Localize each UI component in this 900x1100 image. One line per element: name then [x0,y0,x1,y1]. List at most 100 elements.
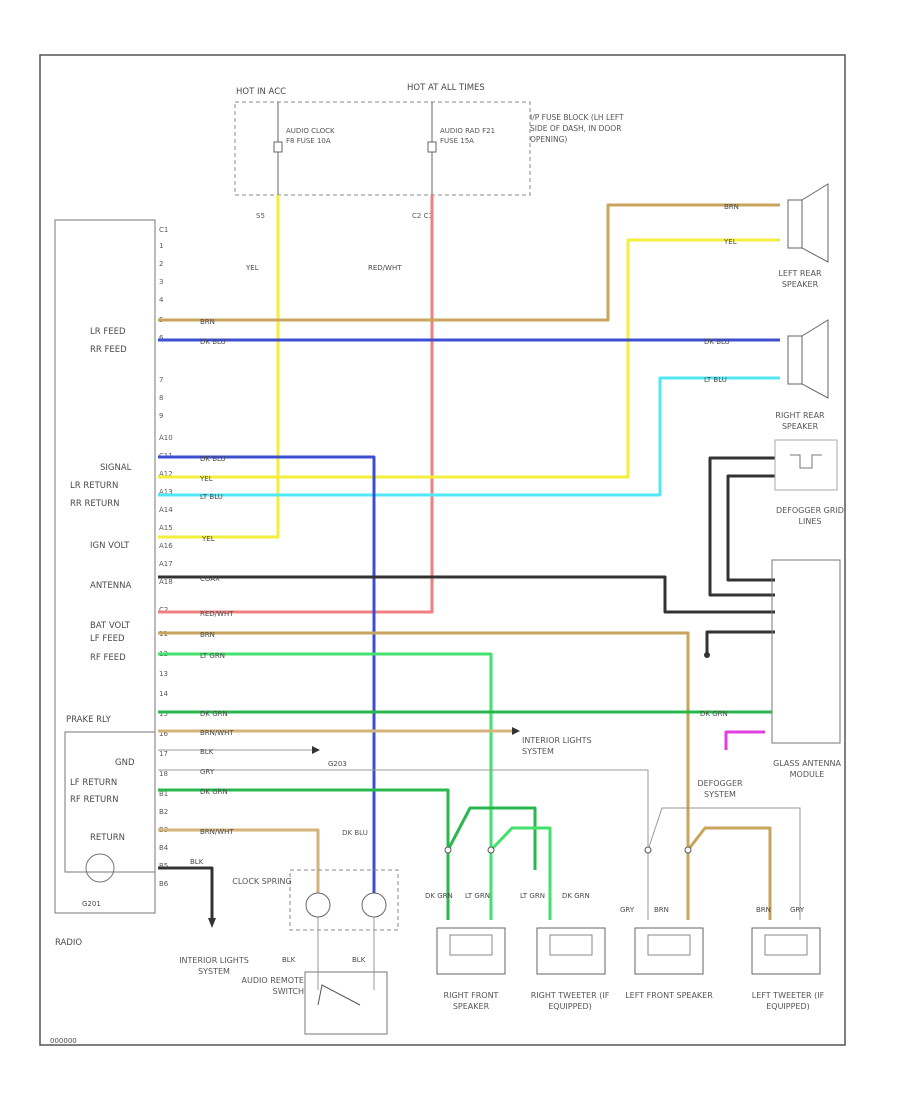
wire-label-dkgrn-r: DK GRN [700,710,728,718]
diagram-frame [39,54,846,1046]
wire-label-dkblu-signal: DK BLU [200,455,226,463]
wire-label-coax: COAX [200,575,220,583]
pin-number: A15 [159,524,173,532]
wire-dkblu-signal [158,455,376,893]
pin-number: 8 [159,394,163,402]
defogger-grid-symbol [774,439,838,491]
radio-pin-labels: LR FEED RR FEED SIGNAL LR RETURN RR RETU… [66,327,135,843]
left-rear-speaker-symbol [787,183,829,263]
wire-dkgrn-rf-return [158,788,450,850]
wire-red-wht-bat [158,195,434,614]
fuse-block-box [234,101,531,196]
wire-label-yel: YEL [245,264,259,272]
lt-gry: GRY [790,906,805,914]
radio-ground-symbol [85,853,115,883]
wire-blk-defog-2 [726,474,775,582]
pin-number: B5 [159,862,168,870]
lt-brn: BRN [756,906,771,914]
pin-label: RF RETURN [70,795,118,805]
pin-number: A16 [159,542,173,550]
wire-label-dkblu-rr: DK BLU [200,338,226,346]
wire-brn-lf-feed [158,631,690,850]
right-tweeter-symbol [536,927,606,975]
wire-label-ltblu-rrs: LT BLU [704,376,727,384]
wire-blk-defog-1 [708,456,775,597]
pin-number: B2 [159,808,168,816]
pin-label: LR RETURN [70,481,118,491]
pin-number: 3 [159,278,163,286]
arrow-gnd [312,746,320,754]
pin-number: 7 [159,376,163,384]
right-rear-speaker-label: RIGHT REAR SPEAKER [775,411,824,431]
right-rear-speaker-symbol [787,319,829,399]
clock-dkblu-label: DK BLU [342,829,368,837]
pin-number: B6 [159,880,169,888]
pin-label: PRAKE RLY [66,715,112,725]
pin-number: 16 [159,730,168,738]
right-front-speaker-label: RIGHT FRONT SPEAKER [444,991,499,1011]
interior-lights-label: INTERIOR LIGHTS SYSTEM [522,736,592,756]
radio-ground-label: G201 [82,900,101,908]
hot-at-all-times-label: HOT AT ALL TIMES [407,83,485,93]
switch-symbol [317,984,361,1006]
pin-label: IGN VOLT [90,541,130,551]
conn-dot [487,846,495,854]
defogger-grid-label: DEFOGGER GRID LINES [776,506,844,526]
pin-number: 13 [159,670,168,678]
glass-antenna-module-box [771,559,841,744]
pin-number: 4 [159,296,164,304]
wire-pnk [724,730,765,750]
glass-antenna-label: GLASS ANTENNA MODULE [773,759,841,779]
pin-label: BAT VOLT [90,621,131,631]
conn-dot [444,846,452,854]
clock-spring-left [305,892,331,918]
wire-label-red-wht-bat: RED/WHT [200,610,234,618]
wire-label-blk-wht: BLK [190,858,204,866]
pin-label: GND [115,758,135,768]
wire-label-brn-lrs: BRN [724,203,739,211]
wire-ltgrn-cross [489,826,552,920]
radio-box [54,219,156,914]
pin-number: 15 [159,710,168,718]
radio-label: RADIO [55,938,82,948]
pin-label: LR FEED [90,327,126,337]
wire-ltgrn-rf-feed [158,652,493,850]
fuse-right-label: AUDIO RAD F21 FUSE 15A [440,127,495,145]
rfs-dkgrn: DK GRN [425,892,453,900]
lfs-gry: GRY [620,906,635,914]
pin-number: B1 [159,790,168,798]
pin-label: SIGNAL [100,463,132,473]
wire-label-brn-lr: BRN [200,318,215,326]
wire-label-brnwht-ret: BRN/WHT [200,828,234,836]
wire-label-yel-lrs: YEL [723,238,737,246]
pin-number: C2 [159,606,168,614]
pin-label: ANTENNA [90,581,131,591]
pin-label: LF RETURN [70,778,117,788]
pin-number: C1 [159,226,168,234]
pin-number: A12 [159,470,173,478]
wire-yel-ign [158,195,280,539]
arrow-interior-lights [512,727,520,735]
right-front-speaker-symbol [436,927,506,975]
pin-number: A18 [159,578,173,586]
wire-gry-lf-return [158,769,649,850]
wire-blk-radio-ground [158,866,214,922]
sw-right-label: BLK [352,956,366,964]
wire-label-ltblu: LT BLU [200,493,223,501]
wire-label-yel-lr: YEL [199,475,213,483]
wire-dkgrn-cross [446,806,537,870]
left-rear-speaker-label: LEFT REAR SPEAKER [778,269,821,289]
pin-number: A13 [159,488,173,496]
conn-dot [684,846,692,854]
wire-label-dkblu-rrs: DK BLU [704,338,730,346]
wire-label-dkgrn: DK GRN [200,710,228,718]
pin-label: RF FEED [90,653,126,663]
wire-label-red-wht: RED/WHT [368,264,402,272]
wire-label-dkgrn-rf: DK GRN [200,788,228,796]
pin-number: A10 [159,434,173,442]
wire-brn-tweeter [686,826,772,920]
wire-brnwht-return [158,828,320,893]
wire-label-brn-lf: BRN [200,631,215,639]
wire-coax-antenna [158,575,775,614]
pin-number: 14 [159,690,168,698]
